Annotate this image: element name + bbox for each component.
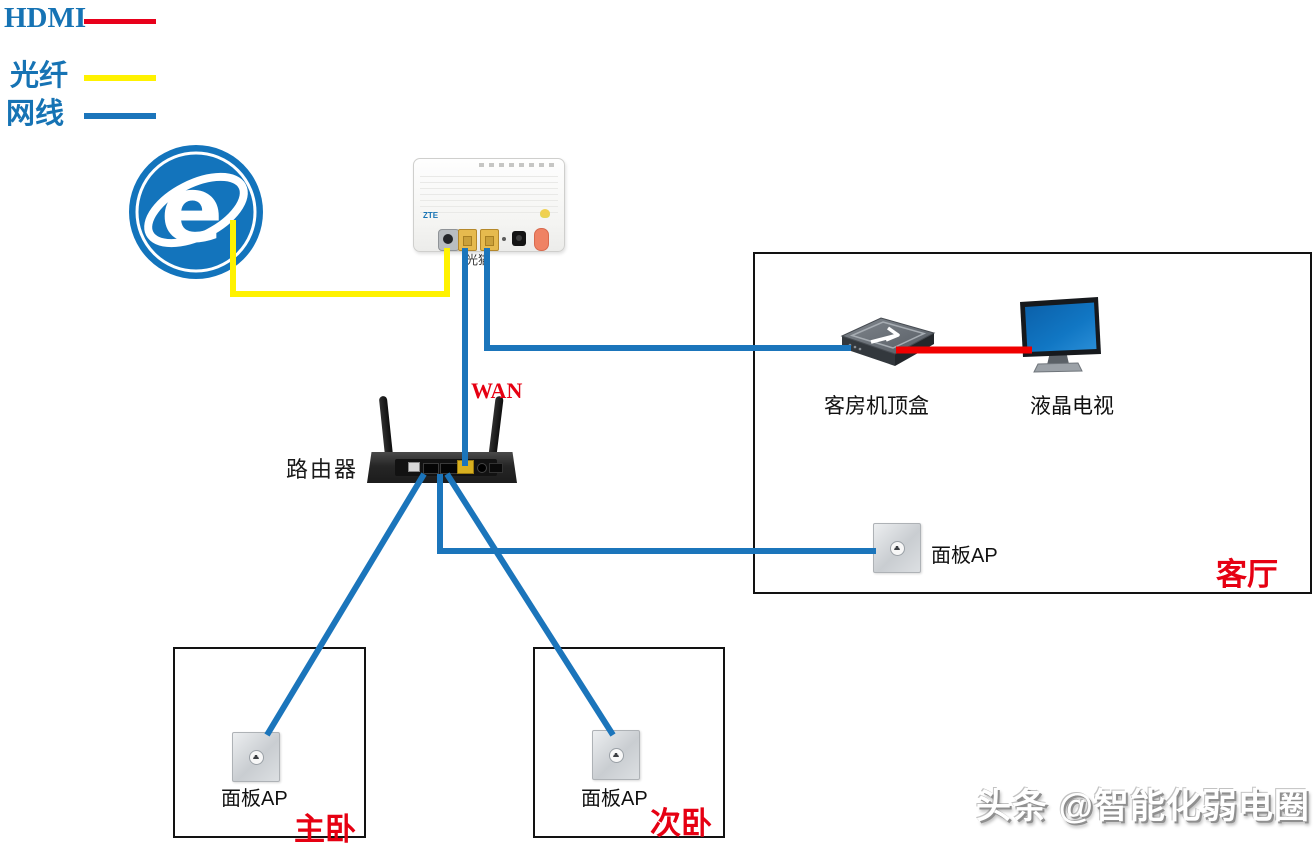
tv-label: 液晶电视 [1030,395,1114,418]
living-room-name: 客厅 [1216,557,1278,592]
wan-label: WAN [471,378,523,403]
second-bedroom-name: 次卧 [650,806,712,841]
modem-fiber-port [438,229,460,251]
master-bedroom-name: 主卧 [294,812,356,844]
router-power-switch [489,463,503,473]
modem-led-row [479,163,554,167]
router-power-jack [477,463,487,473]
stb-label: 客房机顶盒 [824,395,929,418]
internet-explorer-icon: e [129,145,263,279]
modem-reset-hole [502,237,506,241]
router-usb-port [408,462,420,472]
legend-line-fiber [84,75,156,81]
modem-lan-port-1 [458,229,477,251]
legend-line-ethernet [84,113,156,119]
optical-modem-device: ZTE [413,158,565,252]
modem-power-button [534,228,549,251]
router-antenna-right [488,395,504,459]
panel-ap-master-bedroom [232,732,280,782]
modem-cert-logo [540,209,550,218]
living-room-box [753,252,1312,594]
modem-lan-port-2 [480,229,499,251]
svg-text:e: e [161,156,223,263]
rj45-jack-icon [890,541,905,556]
legend-label-ethernet: 网线 [6,98,65,130]
router-label: 路由器 [286,457,359,482]
lcd-tv-icon [1020,297,1101,373]
panel-ap-master-label: 面板AP [221,788,288,810]
watermark-text: 头条 @智能化弱电圈 [976,787,1310,826]
rj45-jack-icon [249,750,264,765]
panel-ap-living-label: 面板AP [931,545,998,567]
legend-label-hdmi: HDMI [4,2,87,34]
modem-ridges [420,171,558,215]
router-device [360,393,520,488]
modem-brand-logo: ZTE [423,211,439,220]
modem-power-jack [512,231,526,246]
router-lan-port-1 [423,463,439,474]
router-antenna-left [378,395,394,459]
panel-ap-second-bedroom [592,730,640,780]
router-wan-port [457,460,474,474]
modem-label: 光猫 [466,253,491,267]
panel-ap-second-label: 面板AP [581,788,648,810]
rj45-jack-icon [609,748,624,763]
legend-label-fiber: 光纤 [10,60,69,92]
set-top-box-icon [840,317,936,366]
panel-ap-living-room [873,523,921,573]
router-lan-port-2 [440,463,458,474]
second-bedroom-box [533,647,725,838]
legend-line-hdmi [84,19,156,24]
